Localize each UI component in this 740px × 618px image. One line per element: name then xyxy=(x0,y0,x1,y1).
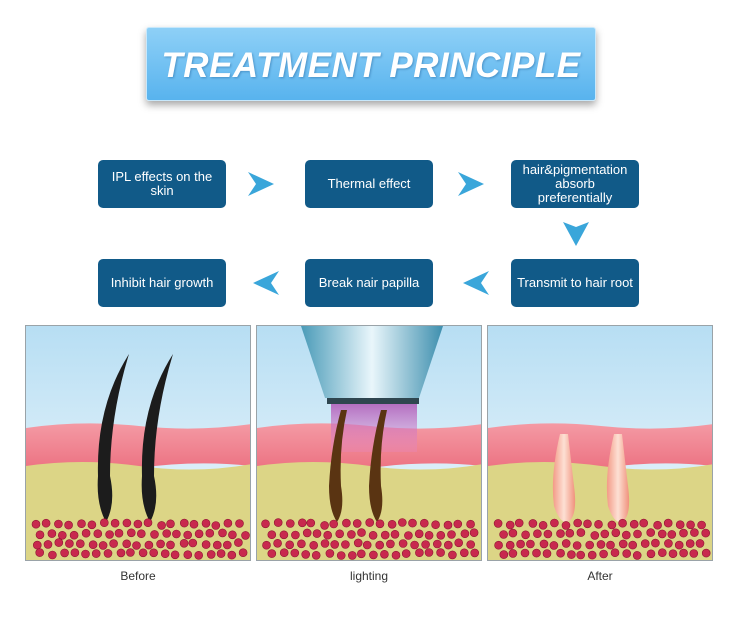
panel-after xyxy=(487,325,713,561)
ipl-handpiece xyxy=(301,326,443,398)
step-transmit-root: Transmit to hair root xyxy=(511,259,639,307)
page-title: TREATMENT PRINCIPLE xyxy=(161,46,581,85)
arrow-left-icon xyxy=(463,271,489,295)
empty-follicles xyxy=(552,434,630,523)
step-ipl-effects: IPL effects on the skin xyxy=(98,160,226,208)
arrow-right-icon xyxy=(248,172,274,196)
title-banner: TREATMENT PRINCIPLE xyxy=(146,27,596,101)
fat-cells xyxy=(493,518,711,560)
step-absorb: hair&pigmentation absorb preferentially xyxy=(511,160,639,208)
fat-cells xyxy=(261,518,479,560)
arrow-down-icon xyxy=(563,222,589,246)
step-inhibit-growth: Inhibit hair growth xyxy=(98,259,226,307)
step-thermal-effect: Thermal effect xyxy=(305,160,433,208)
caption-before: Before xyxy=(120,569,156,583)
panel-before xyxy=(25,325,251,561)
fat-cells xyxy=(31,518,250,560)
arrow-left-icon xyxy=(253,271,279,295)
caption-lighting: lighting xyxy=(349,569,389,583)
panel-lighting xyxy=(256,325,482,561)
hair-strands xyxy=(329,410,387,522)
arrow-right-icon xyxy=(458,172,484,196)
step-break-papilla: Break nair papilla xyxy=(305,259,433,307)
caption-after: After xyxy=(587,569,613,583)
hair-strands xyxy=(97,354,173,522)
